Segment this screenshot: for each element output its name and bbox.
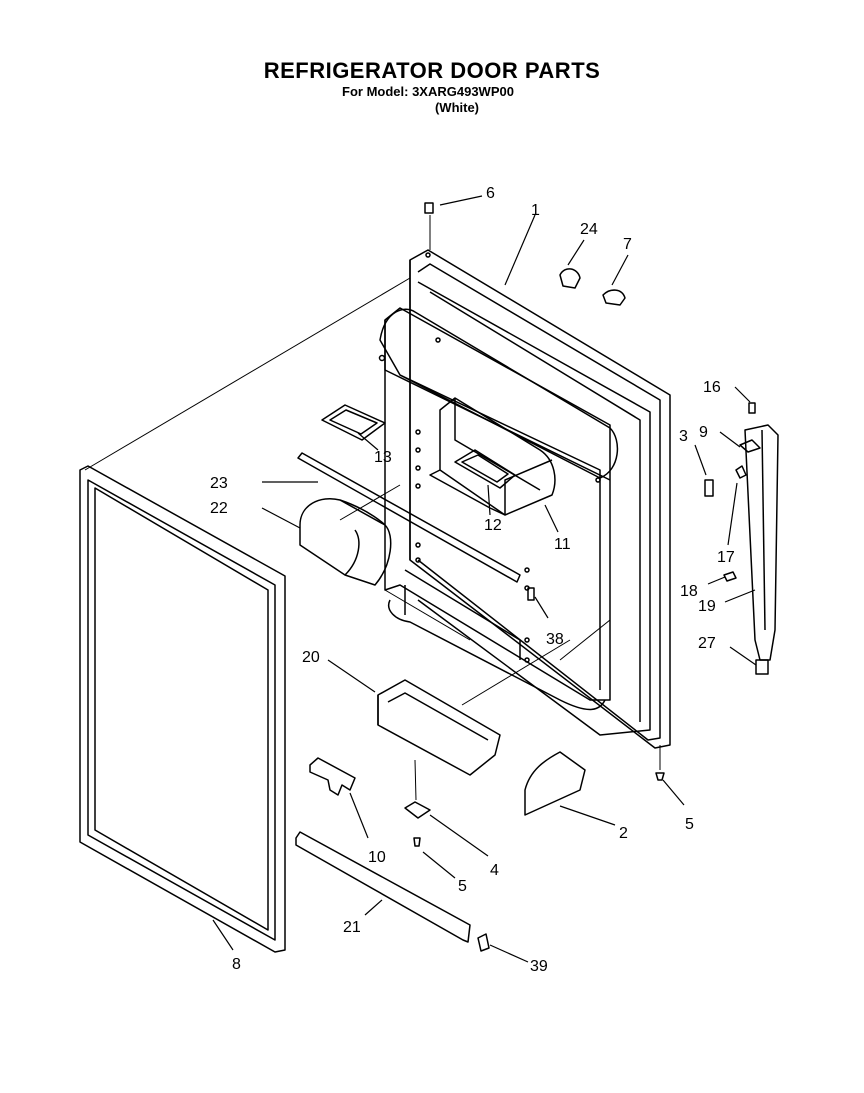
color-variant: (White) <box>434 100 480 115</box>
bracket-part-10 <box>309 757 356 796</box>
bin-part-20 <box>377 679 501 776</box>
callout-38: 38 <box>546 631 564 648</box>
callout-16: 16 <box>703 379 721 396</box>
screw-part-16 <box>748 402 756 414</box>
callout-18: 18 <box>680 583 698 600</box>
clip-part-18 <box>723 571 737 582</box>
callout-6: 6 <box>486 185 495 202</box>
callout-17: 17 <box>717 549 735 566</box>
clip-part-3 <box>704 479 714 497</box>
screw-part-5b <box>413 837 421 847</box>
shelf-bar-part-23 <box>297 452 521 583</box>
callout-13: 13 <box>374 449 392 466</box>
trim-part-21 <box>295 831 471 943</box>
callout-39: 39 <box>530 958 548 975</box>
screw-part-6 <box>424 202 434 214</box>
clip-part-38 <box>527 587 535 601</box>
callout-19: 19 <box>698 598 716 615</box>
callout-21: 21 <box>343 919 361 936</box>
callout-20: 20 <box>302 649 320 666</box>
dairy-door-part-12 <box>454 449 516 489</box>
screw-part-17 <box>735 465 747 479</box>
callout-22: 22 <box>210 500 228 517</box>
callout-9: 9 <box>699 424 708 441</box>
bin-part-22 <box>299 498 392 586</box>
screw-part-5a <box>655 772 665 781</box>
cover-part-2 <box>524 751 586 816</box>
handle-part-19 <box>744 424 779 661</box>
callout-27: 27 <box>698 635 716 652</box>
callout-5: 5 <box>685 816 694 833</box>
dairy-compartment-part-11 <box>429 397 556 516</box>
page-title: REFRIGERATOR DOOR PARTS <box>263 58 601 83</box>
callout-3: 3 <box>679 428 688 445</box>
callout-12: 12 <box>484 517 502 534</box>
trim-part-13 <box>321 404 386 441</box>
model-number: For Model: 3XARG493WP00 <box>342 84 514 99</box>
hinge-part-4 <box>404 801 431 819</box>
endcap-part-39 <box>477 933 490 952</box>
callout-5: 5 <box>458 878 467 895</box>
callout-10: 10 <box>368 849 386 866</box>
endcap-part-27 <box>755 659 769 675</box>
callout-2: 2 <box>619 825 628 842</box>
callout-23: 23 <box>210 475 228 492</box>
cap-part-24 <box>559 268 581 289</box>
callout-11: 11 <box>554 536 571 553</box>
callout-7: 7 <box>623 236 632 253</box>
door-panel-part-1 <box>378 249 671 749</box>
callout-1: 1 <box>531 202 540 219</box>
plug-part-7 <box>602 289 626 306</box>
bracket-part-9 <box>739 439 761 453</box>
callout-24: 24 <box>580 221 598 238</box>
callout-4: 4 <box>490 862 499 879</box>
door-gasket-part-8 <box>79 465 286 953</box>
callout-8: 8 <box>232 956 241 973</box>
